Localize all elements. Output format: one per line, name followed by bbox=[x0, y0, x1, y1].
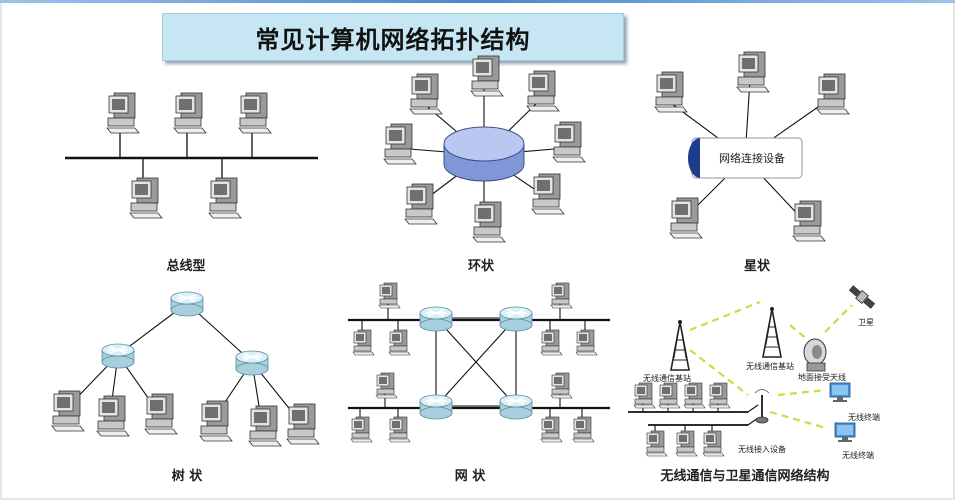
mesh-topology: 网 状 bbox=[348, 282, 610, 484]
computer-icon bbox=[375, 372, 398, 399]
computer-icon bbox=[248, 405, 282, 447]
computer-icon bbox=[144, 393, 178, 435]
router-icon bbox=[235, 350, 269, 376]
computer-icon bbox=[550, 372, 573, 399]
router-icon bbox=[419, 394, 453, 420]
terminal-2-label: 无线终端 bbox=[842, 450, 874, 460]
ring-topology: 环状 bbox=[383, 55, 586, 274]
ring-label: 环状 bbox=[468, 258, 495, 274]
router-icon bbox=[499, 306, 533, 332]
router-icon bbox=[419, 306, 453, 332]
computer-icon bbox=[470, 55, 504, 97]
computer-icon bbox=[575, 329, 598, 356]
terminal-1-label: 无线终端 bbox=[848, 412, 880, 422]
tower-icon bbox=[762, 306, 782, 358]
wireless-topology: 无线通信基站 无线通信基站 地面接受天线 卫星 无线终端 无线终端 无线接入设备… bbox=[628, 285, 880, 484]
computer-icon bbox=[550, 282, 573, 309]
computer-icon bbox=[669, 197, 703, 239]
bus-label: 总线型 bbox=[166, 258, 205, 274]
star-hub-label: 网络连接设备 bbox=[719, 151, 785, 165]
computer-icon bbox=[383, 123, 417, 165]
computer-icon bbox=[675, 430, 698, 457]
computer-icon bbox=[404, 183, 438, 225]
computer-icon bbox=[208, 177, 242, 219]
bus-topology: 总线型 bbox=[65, 92, 318, 274]
access-device-label: 无线接入设备 bbox=[738, 444, 786, 454]
wireless-base-left-label: 无线通信基站 bbox=[643, 373, 691, 383]
computer-icon bbox=[702, 430, 725, 457]
computer-icon bbox=[633, 382, 656, 409]
computer-icon bbox=[388, 416, 411, 443]
computer-icon bbox=[129, 177, 163, 219]
title-banner: 常见计算机网络拓扑结构 bbox=[162, 13, 624, 61]
router-icon bbox=[499, 394, 533, 420]
computer-icon bbox=[286, 403, 320, 445]
tree-topology: 树 状 bbox=[51, 291, 320, 484]
dish-icon bbox=[803, 338, 827, 372]
monitor-icon bbox=[829, 382, 851, 403]
computer-icon bbox=[708, 382, 731, 409]
computer-icon bbox=[96, 395, 130, 437]
computer-icon bbox=[792, 200, 826, 242]
computer-icon bbox=[736, 51, 770, 93]
access-point-icon bbox=[754, 389, 770, 424]
computer-icon bbox=[531, 173, 565, 215]
router-icon bbox=[170, 291, 204, 317]
satellite-icon bbox=[848, 285, 876, 309]
router-icon bbox=[101, 343, 135, 369]
computer-icon bbox=[173, 92, 207, 134]
mesh-label: 网 状 bbox=[455, 468, 487, 484]
computer-icon bbox=[816, 73, 850, 115]
computer-icon bbox=[378, 282, 401, 309]
computer-icon bbox=[526, 70, 560, 112]
ground-antenna-label: 地面接受天线 bbox=[798, 372, 846, 382]
satellite-label: 卫星 bbox=[858, 318, 874, 327]
star-topology: 网络连接设备 星状 bbox=[654, 51, 850, 274]
computer-icon bbox=[552, 121, 586, 163]
computer-icon bbox=[106, 92, 140, 134]
computer-icon bbox=[540, 416, 563, 443]
computer-icon bbox=[352, 329, 375, 356]
computer-icon bbox=[199, 400, 233, 442]
computer-icon bbox=[472, 201, 506, 243]
computer-icon bbox=[658, 382, 681, 409]
monitor-icon bbox=[834, 422, 856, 443]
computer-icon bbox=[350, 416, 373, 443]
wireless-label: 无线通信与卫星通信网络结构 bbox=[659, 468, 829, 484]
tree-label: 树 状 bbox=[172, 468, 204, 484]
top-accent-line bbox=[0, 0, 955, 3]
computer-icon bbox=[51, 390, 85, 432]
star-label: 星状 bbox=[744, 258, 771, 274]
wireless-base-right-label: 无线通信基站 bbox=[746, 361, 794, 371]
page-title: 常见计算机网络拓扑结构 bbox=[255, 25, 531, 54]
tower-icon bbox=[670, 319, 690, 371]
computer-icon bbox=[572, 416, 595, 443]
computer-icon bbox=[238, 92, 272, 134]
computer-icon bbox=[388, 329, 411, 356]
computer-icon bbox=[540, 329, 563, 356]
computer-icon bbox=[683, 382, 706, 409]
computer-icon bbox=[645, 430, 668, 457]
computer-icon bbox=[409, 73, 443, 115]
star-hub: 网络连接设备 bbox=[688, 137, 803, 179]
ring-hub bbox=[443, 126, 525, 182]
computer-icon bbox=[654, 71, 688, 113]
